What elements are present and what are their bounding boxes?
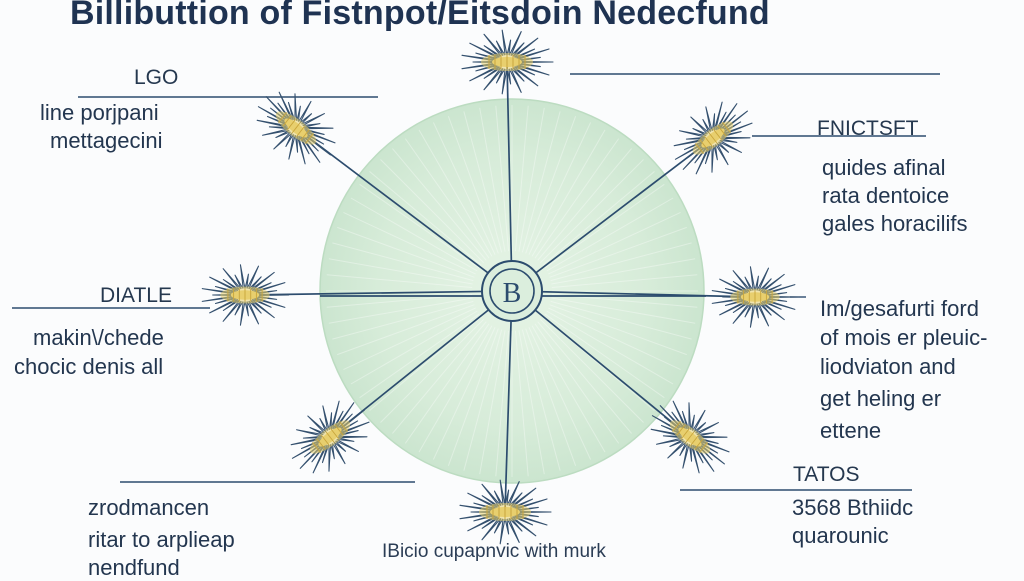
diagram-title: Billibuttion of Fistnpot/Eitsdoin Nedecf…: [70, 0, 770, 32]
bottom-right-heading: TATOS: [793, 463, 860, 486]
burst-node-8: [459, 479, 552, 545]
burst-node-1: [461, 29, 554, 95]
circle-texture: [326, 105, 698, 477]
bottom-right-line-2: quarounic: [792, 523, 889, 548]
diagram-caption: IBicio cupapnvic with murk: [382, 541, 606, 562]
mid-left-line-2: chocic denis all: [14, 354, 164, 379]
bottom-left-line-2: ritar to arplieap: [88, 527, 235, 552]
bottom-right-line-1: 3568 Bthiidc: [792, 495, 914, 520]
burst-node-7: [650, 400, 730, 474]
burst-node-2: [256, 91, 336, 165]
mid-left-heading: DIATLE: [100, 284, 172, 307]
burst-nodes: [201, 29, 800, 545]
bottom-left-line-1: zrodmancen: [88, 495, 210, 520]
top-left-line-1: line porjpani: [40, 100, 159, 125]
bottom-left-line-3: nendfund: [88, 555, 180, 580]
mid-right-line-2: of mois er pleuic-: [820, 325, 988, 350]
top-right-line-1: quides afinal: [822, 155, 946, 180]
top-right-heading: FNICTSFT: [817, 117, 919, 140]
bitcoin-symbol: B: [503, 278, 522, 309]
burst-node-3: [673, 101, 753, 175]
top-right-line-2: rata dentoice: [822, 183, 950, 208]
top-left-heading: LGO: [134, 66, 179, 89]
mid-right-line-5: ettene: [820, 418, 882, 443]
leader-lines: [12, 73, 940, 491]
burst-node-4: [201, 264, 290, 326]
top-right-line-3: gales horacilifs: [822, 211, 968, 236]
top-left-line-2: mettagecini: [50, 128, 163, 153]
burst-node-6: [290, 400, 370, 474]
mid-left-line-1: makin\/chede: [33, 325, 164, 350]
mid-right-line-3: liodviaton and: [820, 354, 956, 379]
mid-right-line-4: get heling er: [820, 386, 942, 411]
burst-node-5: [711, 266, 800, 328]
bitcoin-hub: B: [481, 260, 543, 322]
mid-right-line-1: Im/gesafurti ford: [820, 296, 979, 321]
